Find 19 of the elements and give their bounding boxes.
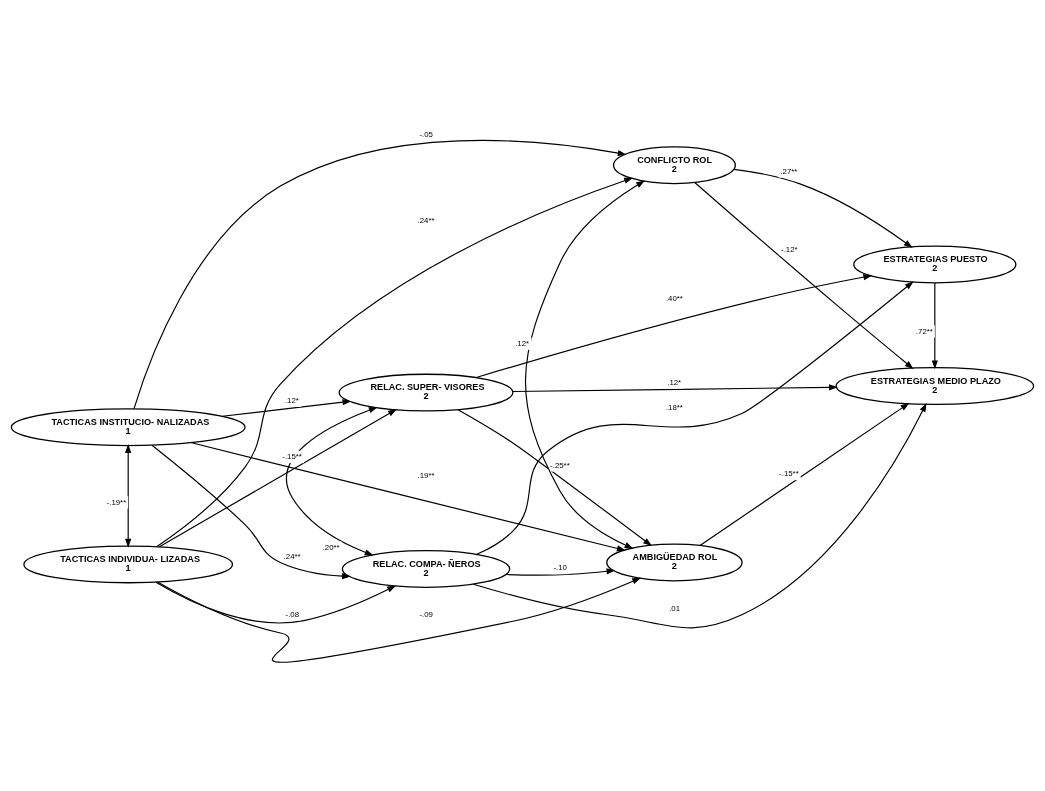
arrow <box>931 282 938 370</box>
arrow <box>156 177 634 548</box>
arrow <box>151 444 351 580</box>
arrow <box>125 444 132 548</box>
arrow <box>699 402 910 546</box>
arrow <box>525 180 645 549</box>
node-ellipse: TACTICAS INSTITUCIO- NALIZADAS 1 <box>10 408 246 447</box>
arrow <box>221 399 352 417</box>
arrow <box>512 384 838 393</box>
arrow <box>694 182 914 370</box>
arrow <box>157 577 642 663</box>
arrow <box>733 168 913 248</box>
arrow <box>457 409 653 547</box>
arrow <box>505 568 616 576</box>
arrow <box>158 409 397 548</box>
node-ellipse: ESTRATEGIAS MEDIO PLAZO 2 <box>835 367 1035 406</box>
arrow <box>476 281 914 555</box>
node-ellipse: TACTICAS INDIVIDUA- LIZADAS 1 <box>23 545 234 584</box>
arrow <box>475 274 873 379</box>
